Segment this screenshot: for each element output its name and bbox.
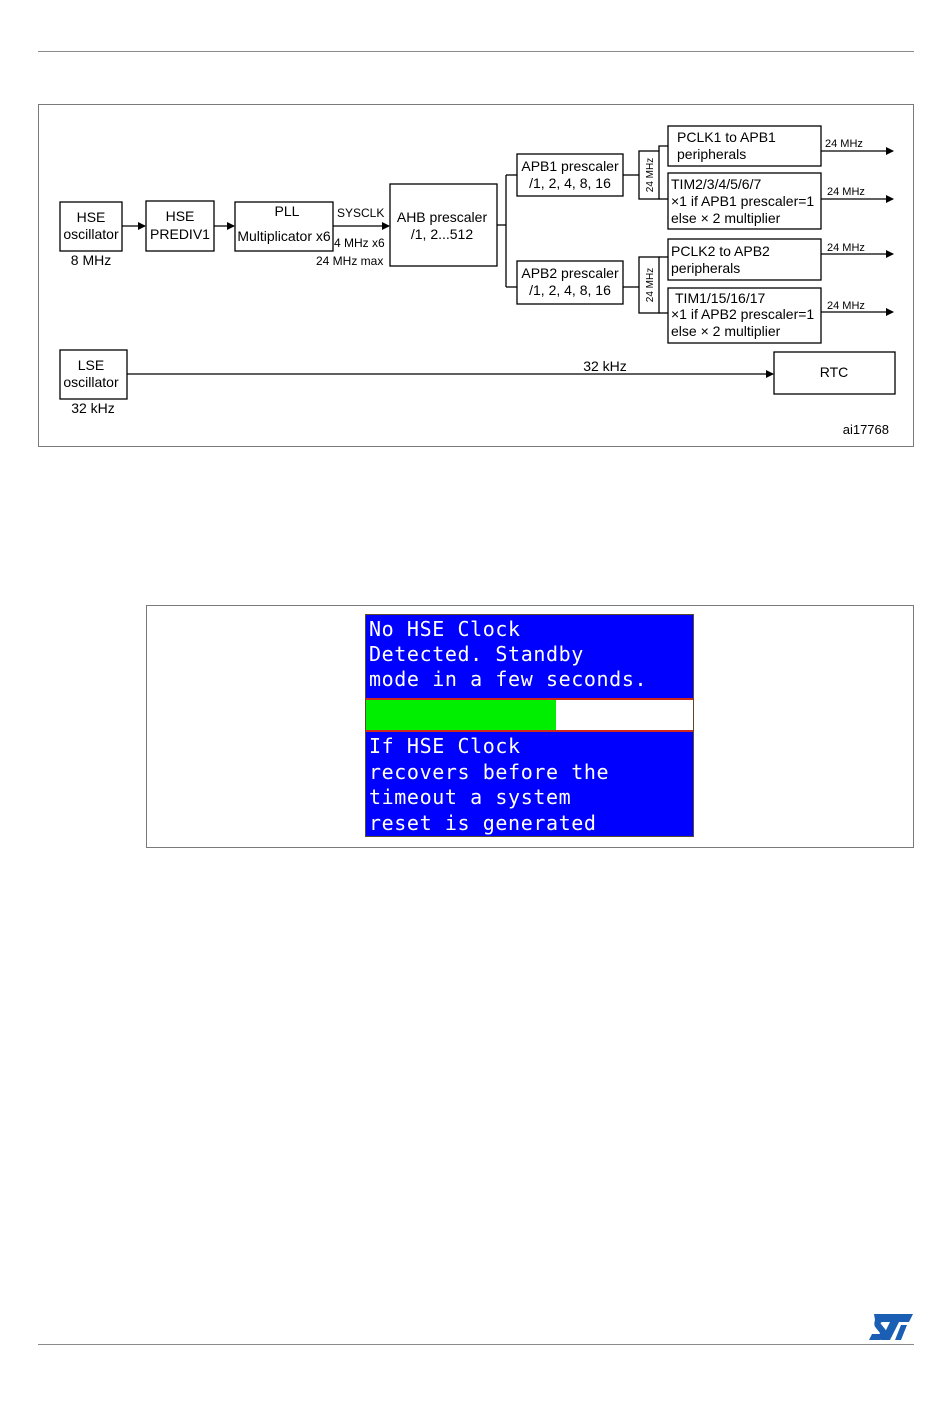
ahb-prescaler-box [389,183,498,267]
pclk2-box [667,238,822,281]
tim-apb2-line2: ×1 if APB2 prescaler=1 [671,306,814,322]
prediv-line2: PREDIV1 [150,226,210,242]
clock-tree-figure: HSE oscillator 8 MHz HSE PREDIV1 PLL Mul… [38,104,914,447]
hse-osc-line2: oscillator [63,226,119,242]
apb1-fork [658,145,668,151]
rtc-label: RTC [820,364,849,380]
tim-apb1-line1: TIM2/3/4/5/6/7 [671,176,761,192]
footer-rule [38,1344,914,1345]
hse-osc-line1: HSE [77,209,106,225]
sysclk-label: SYSCLK [337,206,384,220]
pll-factor-label: 4 MHz x6 [334,236,385,250]
apb1-line2: /1, 2, 4, 8, 16 [529,175,611,191]
apb1-line1: APB1 prescaler [521,158,619,174]
out-freq-3: 24 MHz [827,242,865,254]
lse-osc-line2: oscillator [63,374,119,390]
ahb-line1: AHB prescaler [397,209,488,225]
lse-freq: 32 kHz [71,400,115,416]
pclk1-line1: PCLK1 to APB1 [677,129,776,145]
tim-apb2-line1: TIM1/15/16/17 [675,290,765,306]
lse-osc-line1: LSE [78,357,104,373]
out-freq-1: 24 MHz [825,138,863,150]
apb2-freq-box [638,256,660,314]
st-logo [869,1314,913,1340]
tim-apb1-line3: else × 2 multiplier [671,210,781,226]
apb2-line2: /1, 2, 4, 8, 16 [529,282,611,298]
pclk1-line2: peripherals [677,146,746,162]
pclk2-line2: peripherals [671,260,740,276]
apb2-freq-vertical: 24 MHz [645,268,656,302]
rtc-box [773,351,896,395]
st-logo-mark-2 [895,1325,907,1340]
pll-max-label: 24 MHz max [316,254,383,268]
ahb-line2: /1, 2...512 [411,226,473,242]
lcd-screen: No HSE Clock Detected. Standby mode in a… [365,614,694,837]
lcd-message-top: No HSE Clock Detected. Standby mode in a… [369,617,648,691]
tim-apb2-box [667,287,822,344]
tim-apb1-line2: ×1 if APB1 prescaler=1 [671,193,814,209]
prediv-line1: HSE [166,208,195,224]
apb2-prescaler-box [516,260,624,305]
out-freq-4: 24 MHz [827,300,865,312]
apb2-line1: APB2 prescaler [521,265,619,281]
rtc-freq: 32 kHz [583,358,627,374]
pll-line1: PLL [275,203,300,219]
tim-apb1-box [667,172,822,230]
pclk2-line1: PCLK2 to APB2 [671,243,770,259]
out-freq-2: 24 MHz [827,186,865,198]
header-rule [38,51,914,52]
tim-apb2-line3: else × 2 multiplier [671,323,781,339]
st-logo-mark [869,1314,913,1340]
lcd-message-bottom: If HSE Clock recovers before the timeout… [369,734,610,835]
pll-line2: Multiplicator x6 [237,228,331,244]
lcd-progress-bar [366,698,693,732]
figure-id: ai17768 [843,422,889,437]
hse-freq: 8 MHz [71,252,111,268]
lcd-progress-fill [366,700,556,730]
apb1-freq-vertical: 24 MHz [645,158,656,192]
clock-tree-diagram: HSE oscillator 8 MHz HSE PREDIV1 PLL Mul… [59,125,896,437]
